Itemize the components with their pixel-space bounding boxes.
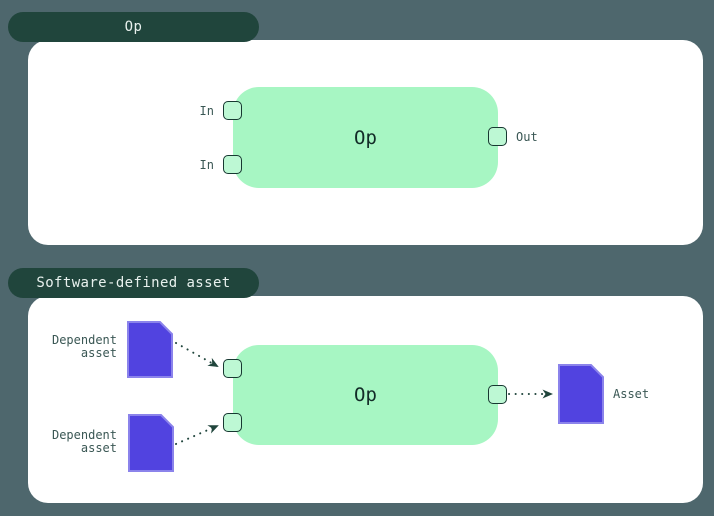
dependent-asset-label-2: Dependent asset [51,428,117,455]
asset-label: Asset [613,387,650,401]
op-input-handle-1 [223,101,242,120]
op-output-handle [488,127,507,146]
sda-input-handle-1 [223,359,242,378]
asset-icon [558,364,604,424]
op-section-tab: Op [8,12,259,42]
dependent-asset-icon-2 [128,414,174,472]
op-output-label: Out [516,130,538,144]
sda-section-tab: Software-defined asset [8,268,259,298]
dependent-asset-label-1: Dependent asset [51,333,117,360]
op-input-label-2: In [199,158,214,172]
sda-op-node: Op [233,345,498,445]
op-node: Op [233,87,498,188]
op-node-title: Op [354,126,377,149]
sda-input-handle-2 [223,413,242,432]
sda-op-node-title: Op [354,384,377,406]
sda-tab-label: Software-defined asset [36,275,231,291]
op-tab-label: Op [124,19,143,35]
op-input-label-1: In [199,104,214,118]
dependent-asset-icon-1 [127,321,173,378]
op-input-handle-2 [223,155,242,174]
sda-output-handle [488,385,507,404]
